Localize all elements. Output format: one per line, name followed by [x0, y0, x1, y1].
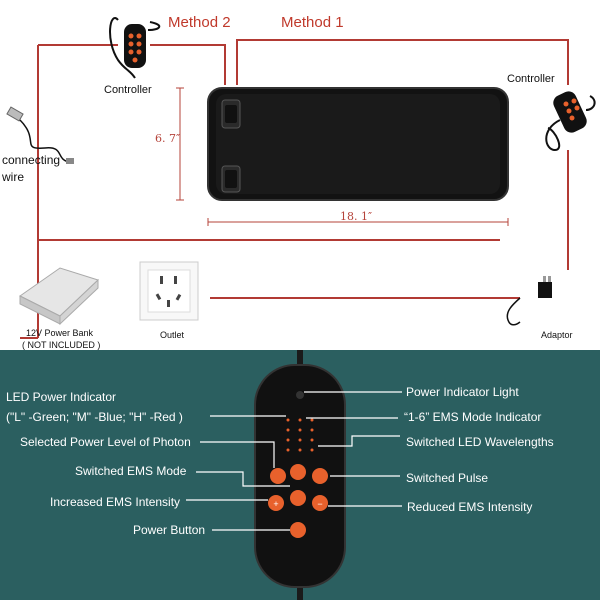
remote-control: +−: [186, 350, 402, 600]
controller-icon: [109, 17, 161, 79]
controller-label-left: Controller: [104, 84, 152, 96]
svg-text:−: −: [317, 499, 322, 509]
outlet-icon: [139, 261, 199, 321]
switched-led-label: Switched LED Wavelengths: [406, 435, 554, 449]
reduced-ems-label: Reduced EMS Intensity: [407, 500, 533, 514]
switched-pulse-label: Switched Pulse: [406, 471, 489, 485]
connection-diagram: Method 2 Method 1 Controller Controller …: [2, 14, 596, 350]
svg-text:+: +: [273, 499, 278, 509]
connection-lines: [6, 17, 596, 339]
power-bank-icon: [19, 267, 99, 326]
selected-power-label: Selected Power Level of Photon: [20, 435, 191, 449]
led-power-indicator-label: LED Power Indicator: [6, 390, 117, 404]
heating-pad: [207, 87, 509, 201]
height-dimension: 6. 7″: [155, 132, 181, 145]
power-bank-label: 12V Power Bank: [26, 328, 94, 338]
width-dimension: 18. 1″: [340, 210, 373, 223]
power-light-label: Power Indicator Light: [406, 385, 519, 399]
led-legend-label: ("L" -Green; "M" -Blue; "H" -Red ): [6, 410, 183, 424]
ems-mode-indicator-label: “1-6” EMS Mode Indicator: [404, 410, 542, 424]
adaptor-label: Adaptor: [541, 330, 573, 340]
increased-ems-label: Increased EMS Intensity: [50, 495, 181, 509]
wire-label: wire: [2, 170, 25, 184]
controller-icon: [545, 91, 596, 152]
method-1-label: Method 1: [281, 14, 344, 31]
connecting-label: connecting: [2, 153, 61, 167]
controller-detail-panel: +− LED Power Indicator ("L" -Green; "M" …: [0, 350, 600, 600]
method-2-label: Method 2: [168, 14, 231, 31]
outlet-label: Outlet: [160, 330, 185, 340]
controller-label-right: Controller: [507, 73, 555, 85]
switched-ems-mode-label: Switched EMS Mode: [75, 464, 187, 478]
power-button-label: Power Button: [133, 523, 206, 537]
not-included-label: ( NOT INCLUDED ): [22, 340, 101, 350]
usb-cable-icon: [6, 106, 74, 164]
adaptor-icon: [506, 276, 552, 326]
